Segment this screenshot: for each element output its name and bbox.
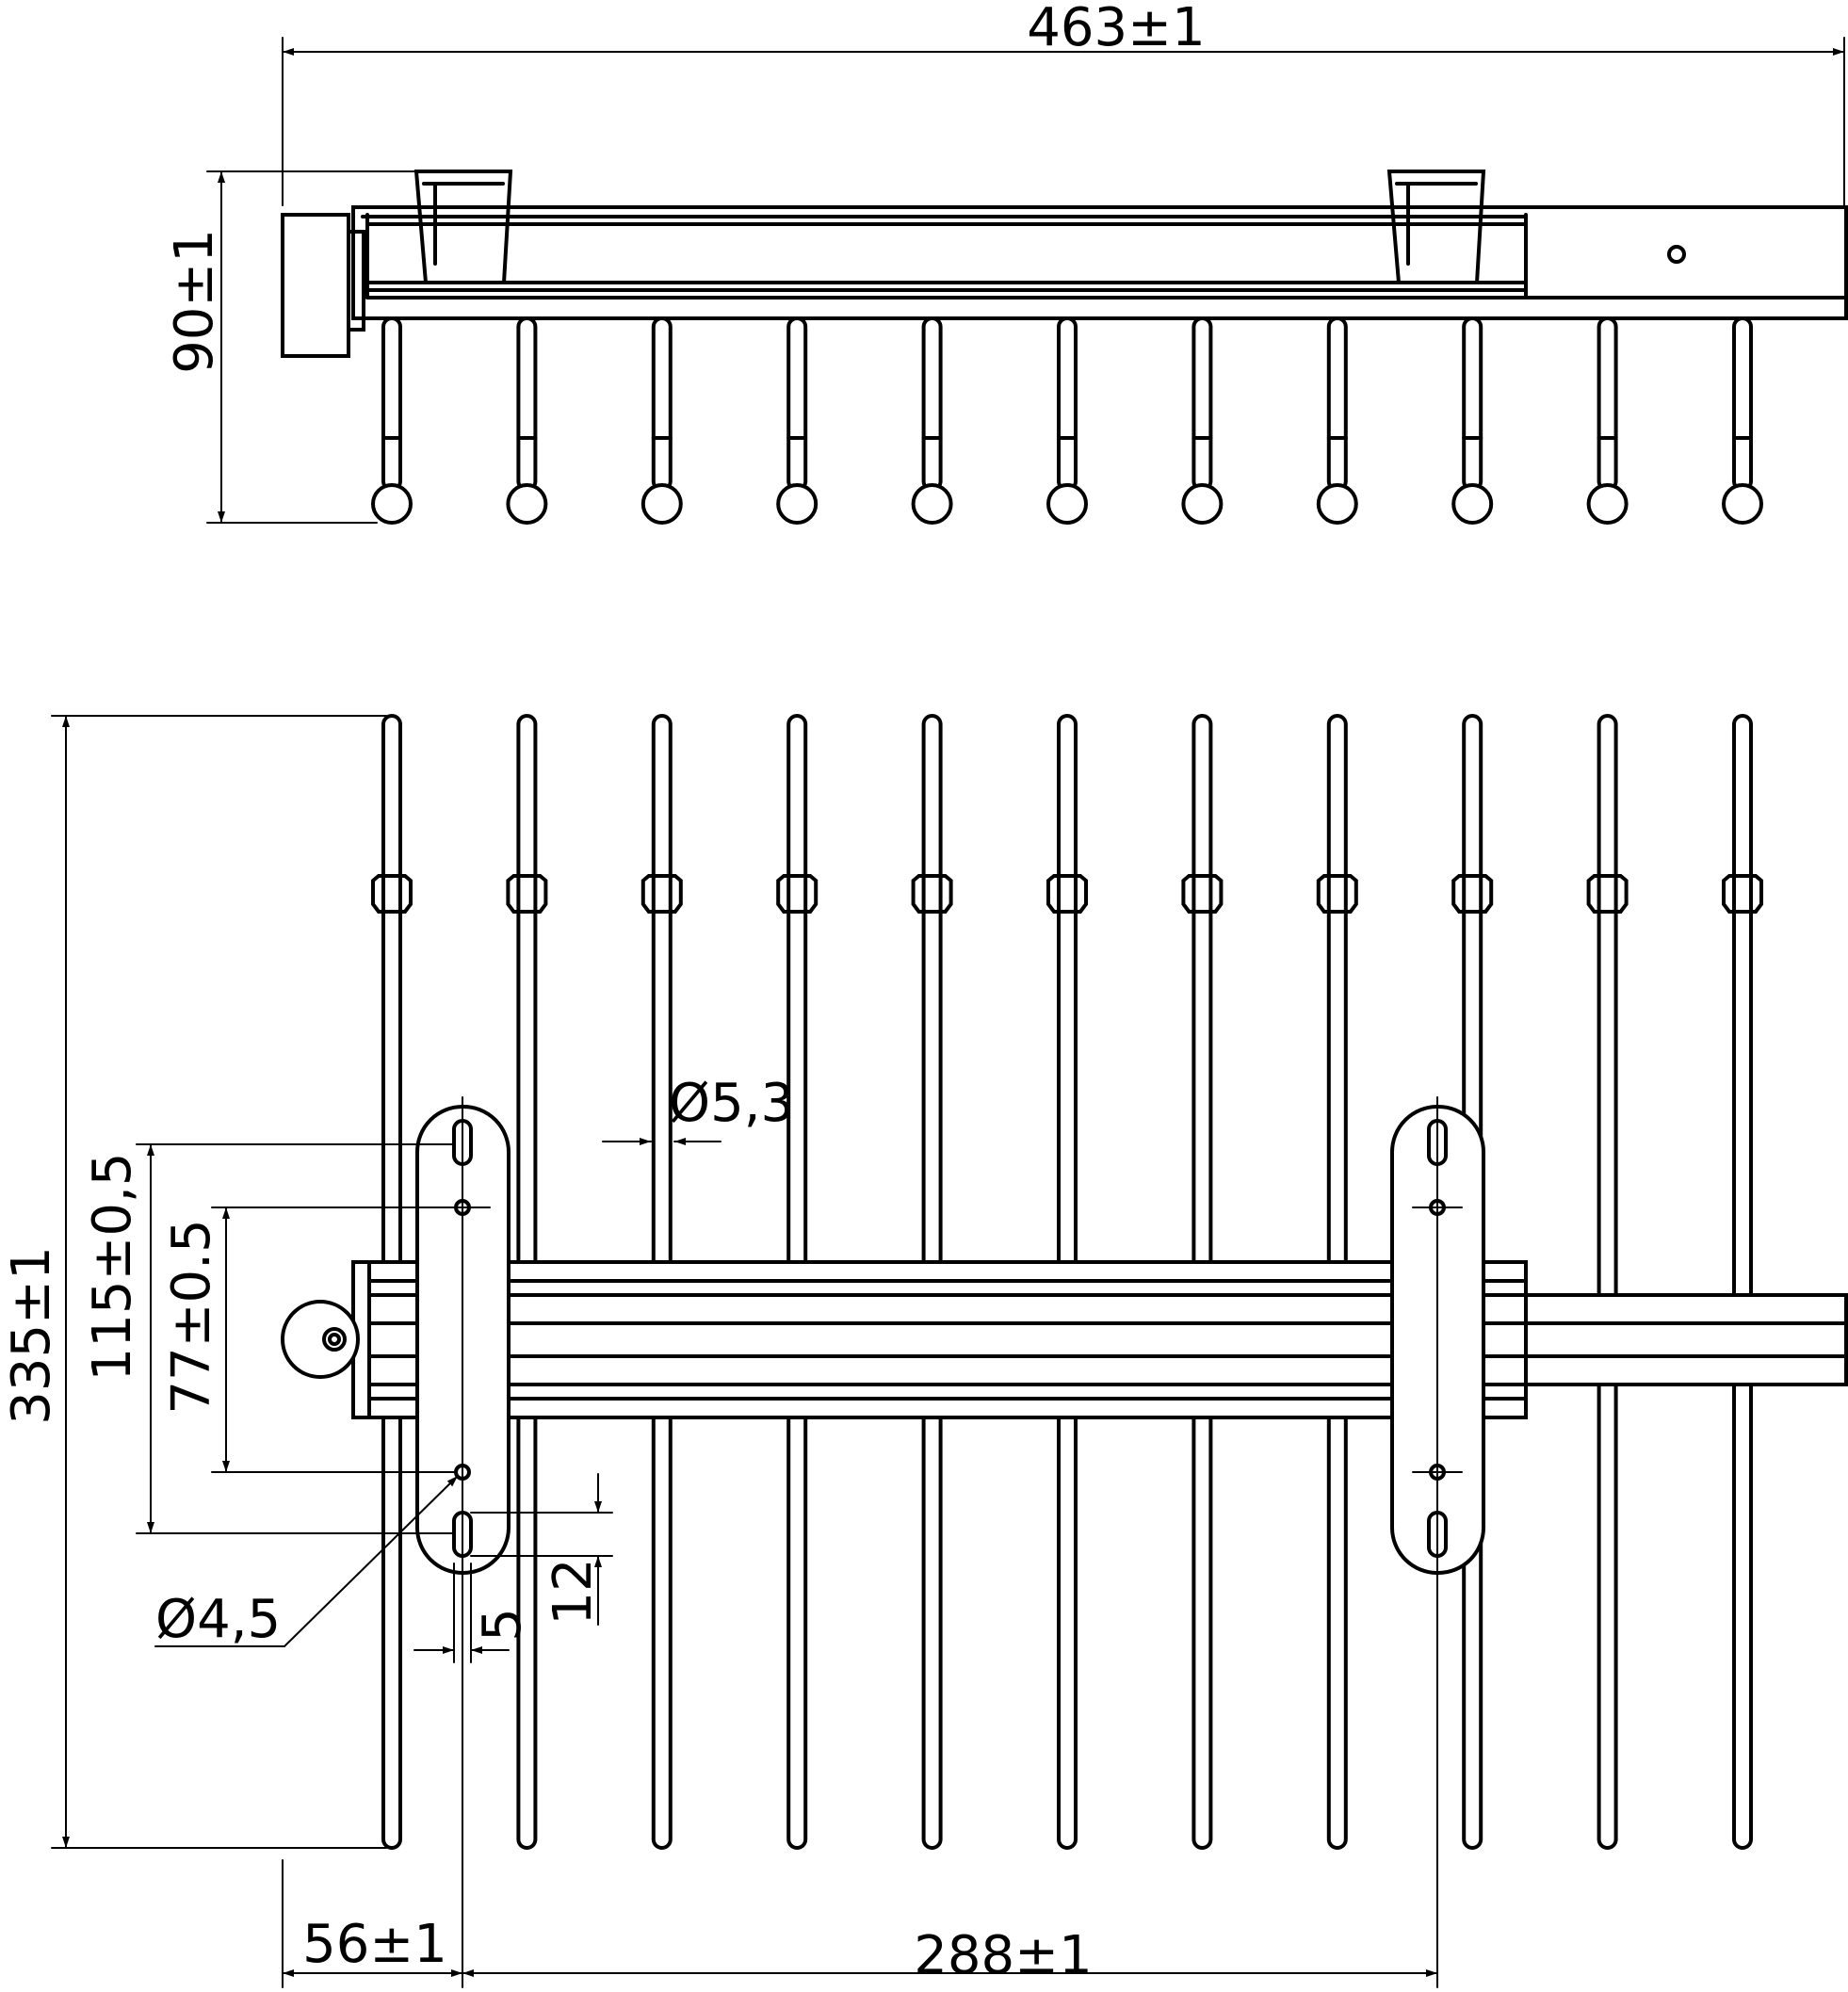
leader-line bbox=[154, 1475, 459, 1647]
side-rod-2 bbox=[516, 316, 538, 492]
side-rod-10 bbox=[1597, 316, 1618, 492]
plan-rod-clip bbox=[371, 874, 413, 914]
side-rod-ball bbox=[1316, 483, 1358, 525]
end-knob-hole bbox=[322, 1327, 347, 1352]
dim-left-offset: 56±1 bbox=[302, 1914, 447, 1975]
plan-rod-clip bbox=[911, 874, 953, 914]
side-rod-ball bbox=[1722, 483, 1763, 525]
side-rod-ball bbox=[640, 483, 683, 525]
plan-rod-clip bbox=[640, 874, 683, 914]
side-rod-6 bbox=[1057, 316, 1078, 492]
dimension-labels: 463±1 90±1 335±1 115±0,5 77±0.5 Ø5,3 Ø4,… bbox=[1, 0, 1206, 1986]
side-rod-ball bbox=[776, 483, 819, 525]
plan-rail-extension bbox=[1524, 1293, 1848, 1386]
mount-block-inner bbox=[347, 230, 365, 332]
side-rod-ball bbox=[1046, 483, 1088, 525]
rail-screw-hole bbox=[1667, 245, 1686, 264]
plan-rod-clip bbox=[1586, 874, 1629, 914]
side-rod-5 bbox=[921, 316, 943, 492]
side-rod-8 bbox=[1326, 316, 1348, 492]
dim-hole-span: 115±0,5 bbox=[82, 1153, 143, 1382]
dim-overall-depth: 335±1 bbox=[1, 1246, 62, 1424]
side-rod-4 bbox=[786, 316, 808, 492]
plan-rod-clip bbox=[1181, 874, 1224, 914]
dim-top-height: 90±1 bbox=[164, 229, 225, 374]
rail-body bbox=[351, 205, 1848, 320]
plan-view bbox=[51, 714, 1848, 1988]
side-rods bbox=[371, 316, 1763, 525]
side-rod-11 bbox=[1732, 316, 1753, 492]
dim-bracket-pitch: 288±1 bbox=[914, 1925, 1092, 1986]
end-knob-hole-inner bbox=[328, 1333, 341, 1346]
plan-rod-clip bbox=[1046, 874, 1088, 914]
side-rod-ball bbox=[1586, 483, 1629, 525]
side-rod-7 bbox=[1191, 316, 1213, 492]
side-rod-9 bbox=[1462, 316, 1483, 492]
bracket-clip bbox=[413, 170, 513, 284]
dim-slot-width: 5 bbox=[472, 1608, 533, 1642]
side-rod-1 bbox=[381, 316, 402, 492]
dim-rod-diameter: Ø5,3 bbox=[669, 1073, 794, 1134]
side-rod-ball bbox=[371, 483, 413, 525]
dim-hole-pitch: 77±0.5 bbox=[161, 1219, 222, 1414]
plan-rod-clip bbox=[1316, 874, 1358, 914]
plan-rod-clip bbox=[1451, 874, 1494, 914]
mount-block bbox=[281, 213, 350, 358]
side-view bbox=[206, 37, 1848, 525]
dim-overall-width: 463±1 bbox=[1027, 0, 1205, 58]
plan-rod-10 bbox=[1597, 714, 1618, 1850]
side-rod-3 bbox=[651, 316, 673, 492]
end-knob bbox=[281, 1300, 360, 1379]
plan-rod-clip bbox=[1722, 874, 1763, 914]
dim-slot-length: 12 bbox=[543, 1558, 604, 1625]
plan-rod-clip bbox=[506, 874, 548, 914]
side-rod-ball bbox=[911, 483, 953, 525]
side-rod-ball bbox=[1451, 483, 1494, 525]
plan-rail-outer bbox=[351, 1260, 1528, 1419]
side-rod-ball bbox=[1181, 483, 1224, 525]
dim-hole-diameter: Ø4,5 bbox=[155, 1589, 281, 1650]
plan-rod-clip bbox=[776, 874, 819, 914]
side-rod-ball bbox=[506, 483, 548, 525]
plan-rod-11 bbox=[1732, 714, 1753, 1850]
bracket-clip bbox=[1386, 170, 1486, 284]
